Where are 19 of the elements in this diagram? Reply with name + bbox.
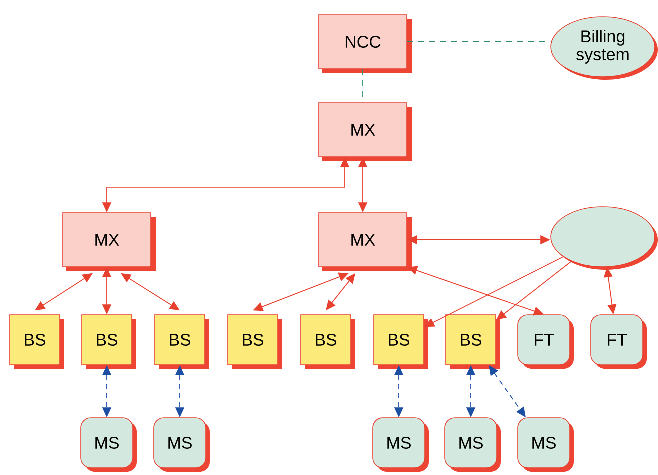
mobile-station-box: MS	[444, 418, 501, 472]
base-station-box: BS	[10, 314, 64, 369]
exchange-box: MX	[62, 212, 156, 271]
base-station-box: BS	[82, 314, 136, 369]
base-station-box: BS	[446, 314, 500, 369]
base-station-box: BS	[374, 314, 428, 369]
base-station-box: BS	[228, 314, 282, 369]
exchange-box: MX	[318, 212, 412, 271]
mobile-station-box: MS	[518, 418, 574, 472]
mobile-station-box: MS	[154, 418, 210, 472]
base-station-box: BS	[300, 314, 355, 369]
mobile-station-box: MS	[372, 418, 429, 472]
network-ellipse	[550, 206, 658, 270]
exchange-box: MX	[318, 102, 412, 161]
terminal-box: FT	[518, 314, 574, 369]
base-station-box: BS	[154, 314, 209, 369]
terminal-box: FT	[590, 314, 647, 369]
control-centre-box: NCC	[318, 14, 412, 73]
mobile-station-box: MS	[80, 418, 137, 472]
